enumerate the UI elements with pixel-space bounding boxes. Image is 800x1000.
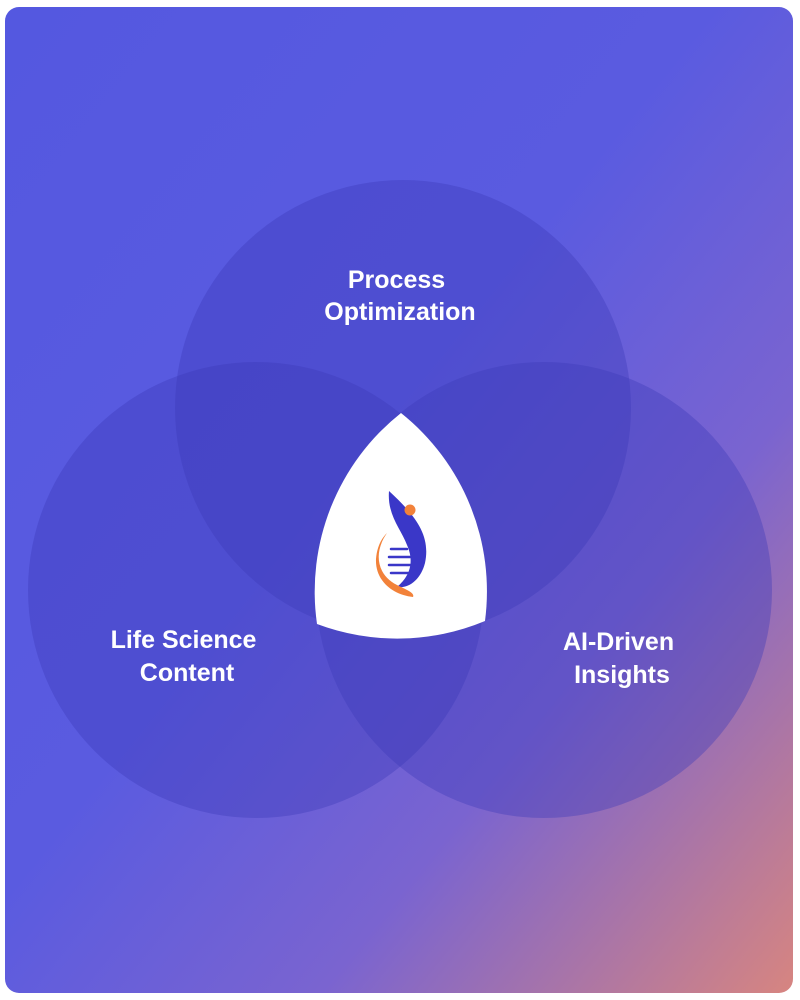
- label-process-optimization: Process Optimization: [324, 266, 475, 326]
- venn-diagram-card: Process Optimization Life Science Conten…: [5, 7, 793, 993]
- venn-diagram: Process Optimization Life Science Conten…: [5, 7, 793, 993]
- label-ai-driven-insights: AI-Driven Insights: [563, 628, 681, 689]
- dna-helix-icon: [375, 491, 427, 597]
- venn-circle-process-optimization: [175, 180, 631, 636]
- label-life-science-content: Life Science Content: [111, 626, 264, 687]
